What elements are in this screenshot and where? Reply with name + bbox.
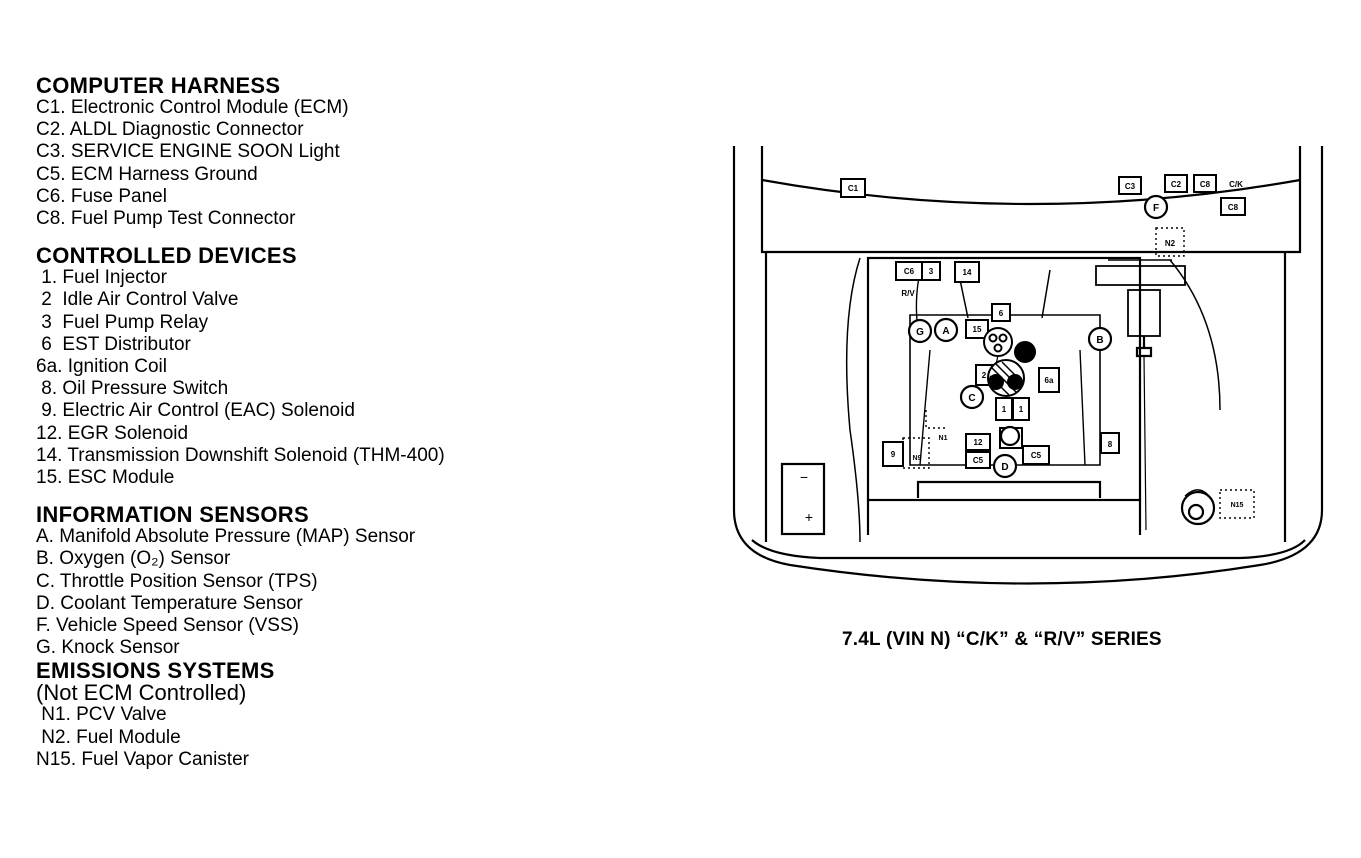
legend-item: F. Vehicle Speed Sensor (VSS) bbox=[36, 615, 299, 637]
legend-item: 3 Fuel Pump Relay bbox=[36, 311, 209, 333]
legend-item: 14. Transmission Downshift Solenoid (THM… bbox=[36, 444, 445, 466]
legend-item: D. Coolant Temperature Sensor bbox=[36, 592, 303, 614]
legend-item: 15. ESC Module bbox=[36, 467, 175, 489]
legend-item: C6. Fuse Panel bbox=[36, 185, 167, 207]
label-ck: C/K bbox=[1229, 180, 1243, 189]
legend-item: C5. ECM Harness Ground bbox=[36, 163, 258, 185]
section-title: CONTROLLED DEVICES bbox=[36, 243, 297, 269]
label-plus: + bbox=[805, 509, 813, 525]
engine-compartment-diagram: C1 C3 C2 C8 C/K C8 F N2 C6 3 14 R/V G A … bbox=[732, 146, 1324, 585]
label-c2: C2 bbox=[1171, 180, 1182, 189]
label-1a: 1 bbox=[1002, 405, 1007, 414]
label-n2: N2 bbox=[1165, 239, 1176, 248]
section-title: EMISSIONS SYSTEMS bbox=[36, 658, 275, 684]
legend-item: N1. PCV Valve bbox=[36, 704, 167, 726]
label-minus: − bbox=[800, 469, 808, 485]
label-n1: N1 bbox=[939, 435, 948, 442]
label-b: B bbox=[1096, 335, 1103, 346]
section-title: COMPUTER HARNESS bbox=[36, 73, 281, 98]
legend-item: C1. Electronic Control Module (ECM) bbox=[36, 97, 349, 118]
label-12: 12 bbox=[974, 438, 983, 447]
legend-item: N2. Fuel Module bbox=[36, 726, 181, 748]
legend-item: A. Manifold Absolute Pressure (MAP) Sens… bbox=[36, 526, 416, 548]
label-14: 14 bbox=[963, 268, 972, 277]
cowl-outline bbox=[760, 146, 1302, 254]
label-c3: C3 bbox=[1125, 182, 1136, 191]
vapor-canister bbox=[1180, 489, 1216, 526]
bumper-outline bbox=[751, 539, 1306, 560]
label-f: F bbox=[1153, 203, 1159, 214]
label-c8: C8 bbox=[1200, 180, 1211, 189]
legend-item: C3. SERVICE ENGINE SOON Light bbox=[36, 141, 340, 163]
diagram-caption: 7.4L (VIN N) “C/K” & “R/V” SERIES bbox=[842, 629, 1162, 650]
legend-item: G. Knock Sensor bbox=[36, 637, 180, 659]
label-a: A bbox=[942, 326, 949, 337]
label-6a: 6a bbox=[1045, 376, 1054, 385]
legend-item: B. Oxygen (O₂) Sensor bbox=[36, 548, 231, 570]
label-c6: C6 bbox=[904, 267, 915, 276]
fuel-module-outline bbox=[1095, 265, 1186, 286]
label-c5a: C5 bbox=[973, 456, 984, 465]
label-8: 8 bbox=[1108, 440, 1113, 449]
label-d: D bbox=[1001, 462, 1008, 473]
legend-item: 6 EST Distributor bbox=[36, 333, 191, 355]
legend-item: 9. Electric Air Control (EAC) Solenoid bbox=[36, 400, 355, 422]
label-n15: N15 bbox=[1231, 502, 1244, 509]
label-2: 2 bbox=[982, 371, 987, 380]
label-c: C bbox=[968, 393, 975, 404]
label-n9: N9 bbox=[913, 455, 922, 462]
legend-item: 1. Fuel Injector bbox=[36, 267, 167, 289]
label-c8b: C8 bbox=[1228, 203, 1239, 212]
legend-item: C. Throttle Position Sensor (TPS) bbox=[36, 570, 318, 592]
label-c5b: C5 bbox=[1031, 451, 1042, 460]
legend-item: C8. Fuel Pump Test Connector bbox=[36, 208, 296, 230]
label-3: 3 bbox=[929, 267, 934, 276]
body-outline bbox=[732, 146, 1324, 585]
engine-outline bbox=[866, 256, 1142, 502]
label-rv: R/V bbox=[901, 289, 915, 298]
section-title: INFORMATION SENSORS bbox=[36, 502, 309, 528]
label-9: 9 bbox=[891, 450, 896, 459]
legend-item: 6a. Ignition Coil bbox=[36, 356, 167, 378]
label-c1: C1 bbox=[848, 184, 859, 193]
section-subtitle: (Not ECM Controlled) bbox=[36, 680, 247, 706]
label-1b: 1 bbox=[1019, 405, 1024, 414]
label-g: G bbox=[916, 327, 924, 338]
label-6: 6 bbox=[999, 309, 1004, 318]
legend-item: 2 Idle Air Control Valve bbox=[36, 289, 239, 311]
label-15: 15 bbox=[973, 325, 982, 334]
legend-item: 12. EGR Solenoid bbox=[36, 422, 189, 444]
legend-item: N15. Fuel Vapor Canister bbox=[36, 748, 249, 770]
legend-item: 8. Oil Pressure Switch bbox=[36, 378, 229, 400]
legend-item: C2. ALDL Diagnostic Connector bbox=[36, 119, 304, 141]
battery bbox=[780, 462, 826, 536]
cowl-curve bbox=[761, 178, 1301, 206]
